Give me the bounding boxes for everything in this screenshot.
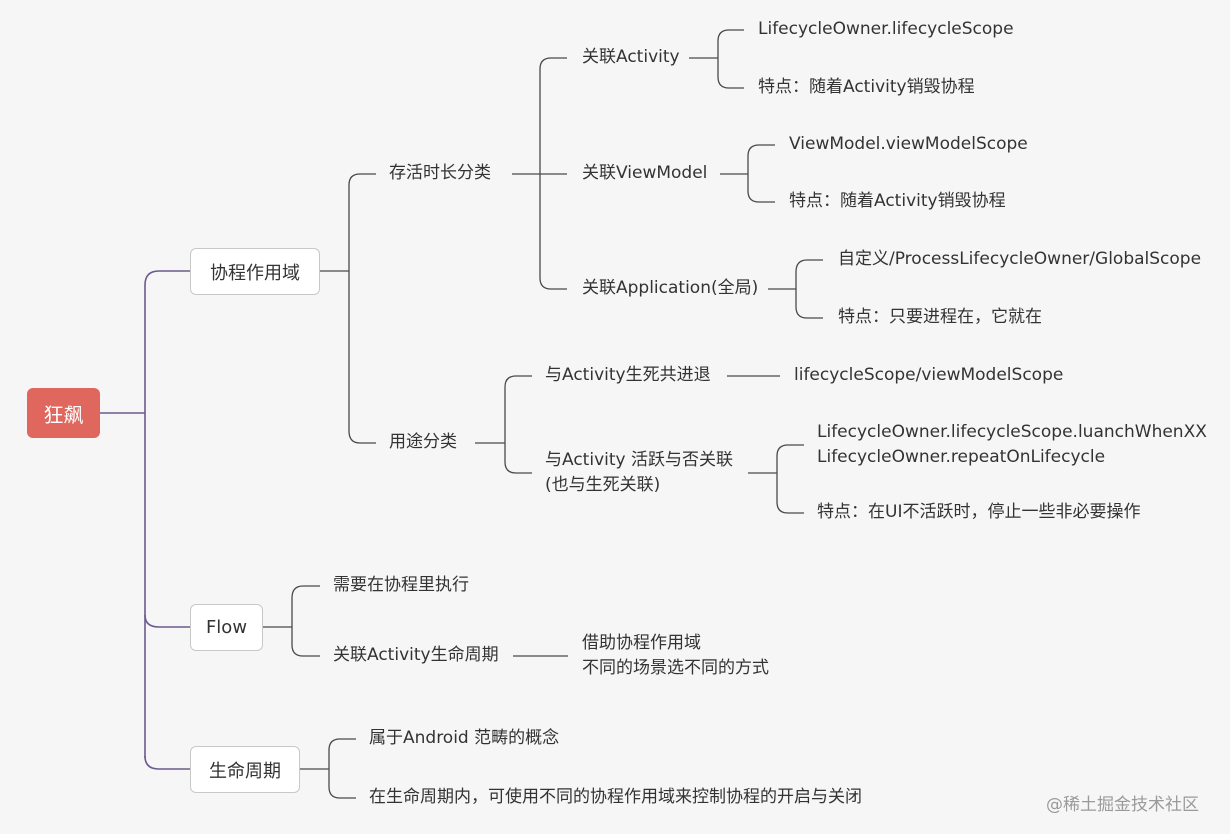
node-usage-category[interactable]: 用途分类 <box>389 432 457 452</box>
node-coroutine-scope[interactable]: 协程作用域 <box>190 248 320 295</box>
leaf-flow-scope-choice[interactable]: 借助协程作用域 不同的场景选不同的方式 <box>582 633 769 678</box>
leaf-viewmodel-scope[interactable]: ViewModel.viewModelScope <box>789 134 1028 154</box>
leaf-activity-scope[interactable]: LifecycleOwner.lifecycleScope <box>758 19 1014 39</box>
to-flow <box>144 614 191 628</box>
leaf-lifecycle-android[interactable]: 属于Android 范畴的概念 <box>369 728 560 748</box>
leaf-application-scope[interactable]: 自定义/ProcessLifecycleOwner/GlobalScope <box>838 249 1202 269</box>
to-scope <box>144 270 191 286</box>
leaf-viewmodel-feature[interactable]: 特点：随着Activity销毁协程 <box>789 191 1006 211</box>
root-node[interactable]: 狂飙 <box>27 388 100 438</box>
leaf-application-feature[interactable]: 特点：只要进程在，它就在 <box>838 307 1042 327</box>
node-activity-active[interactable]: 与Activity 活跃与否关联 (也与生死关联) <box>545 450 733 495</box>
node-activity-life[interactable]: 与Activity生死共进退 <box>545 365 711 385</box>
leaf-activity-feature[interactable]: 特点：随着Activity销毁协程 <box>758 77 975 97</box>
node-lifetime-category[interactable]: 存活时长分类 <box>389 163 491 183</box>
node-flow-activity-lifecycle[interactable]: 关联Activity生命周期 <box>333 645 499 665</box>
node-application[interactable]: 关联Application(全局) <box>582 278 759 298</box>
node-flow[interactable]: Flow <box>190 604 263 651</box>
leaf-life-scopes[interactable]: lifecycleScope/viewModelScope <box>794 365 1064 385</box>
to-lifecycle <box>144 755 191 770</box>
watermark: @稀土掘金技术社区 <box>1046 795 1199 815</box>
leaf-active-feature[interactable]: 特点：在UI不活跃时，停止一些非必要操作 <box>817 502 1141 522</box>
leaf-flow-in-coroutine[interactable]: 需要在协程里执行 <box>333 575 469 595</box>
leaf-active-apis[interactable]: LifecycleOwner.lifecycleScope.luanchWhen… <box>817 422 1207 467</box>
node-activity[interactable]: 关联Activity <box>582 47 680 67</box>
leaf-lifecycle-control[interactable]: 在生命周期内，可使用不同的协程作用域来控制协程的开启与关闭 <box>369 787 862 807</box>
node-viewmodel[interactable]: 关联ViewModel <box>582 163 708 183</box>
node-lifecycle[interactable]: 生命周期 <box>190 746 300 793</box>
